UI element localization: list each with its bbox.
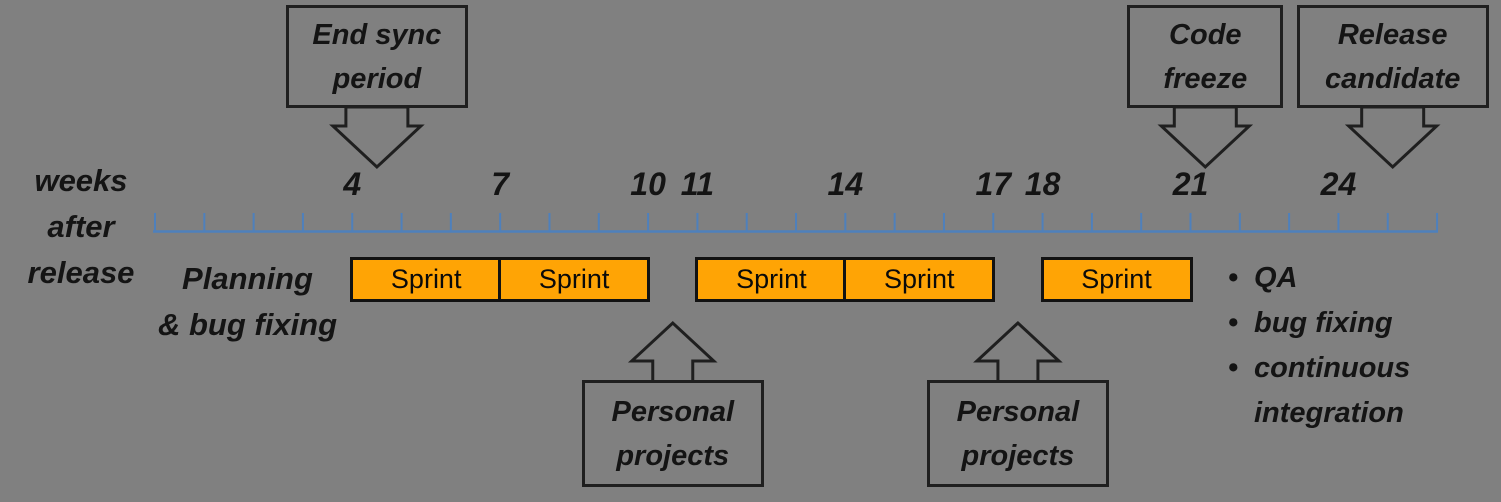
sprint-block: Sprint — [843, 257, 996, 302]
note-item: • continuous integration — [1212, 346, 1492, 436]
bullet-icon: • — [1227, 262, 1239, 294]
axis-label-line: after — [47, 209, 115, 244]
callout-personal-projects-1: Personal projects — [581, 380, 764, 487]
week-label: 18 — [1024, 166, 1061, 202]
phase-label-line: Planning — [182, 261, 313, 296]
note-text: bug fixing — [1254, 307, 1393, 339]
sprint-block: Sprint — [498, 257, 651, 302]
note-item: • bug fixing — [1212, 301, 1492, 346]
callout-release-candidate: Release candidate — [1296, 5, 1489, 108]
callout-end-sync-period: End sync period — [285, 5, 468, 108]
callout-personal-projects-2: Personal projects — [926, 380, 1109, 487]
phase-label-line: & bug fixing — [157, 307, 338, 342]
week-label: 11 — [680, 166, 715, 202]
axis-label-weeks-after-release: weeks after release — [18, 158, 144, 296]
note-item: • QA — [1212, 256, 1492, 301]
week-label: 24 — [1320, 166, 1357, 202]
up-arrow-icon — [627, 320, 718, 384]
axis-label-line: release — [27, 255, 135, 290]
sprint-block: Sprint — [695, 257, 848, 302]
notes-list: • QA • bug fixing • continuous integration — [1212, 256, 1492, 436]
sprint-block: Sprint — [350, 257, 503, 302]
callout-code-freeze: Code freeze — [1127, 5, 1284, 108]
sprint-block: Sprint — [1040, 257, 1193, 302]
down-arrow-icon — [1344, 105, 1441, 170]
down-arrow-icon — [1157, 105, 1254, 170]
bullet-icon: • — [1227, 307, 1239, 339]
note-text: QA — [1254, 262, 1298, 294]
phase-label-planning: Planning & bug fixing — [140, 256, 355, 348]
week-label: 4 — [343, 166, 362, 202]
note-text: continuous integration — [1254, 352, 1411, 429]
week-label: 14 — [827, 166, 864, 202]
week-label: 10 — [630, 166, 666, 202]
week-label: 21 — [1172, 166, 1209, 202]
down-arrow-icon — [329, 105, 425, 170]
week-label: 7 — [491, 166, 510, 202]
bullet-icon: • — [1227, 352, 1239, 384]
axis-label-line: weeks — [34, 163, 128, 198]
up-arrow-icon — [973, 320, 1063, 384]
week-label: 17 — [975, 166, 1012, 202]
